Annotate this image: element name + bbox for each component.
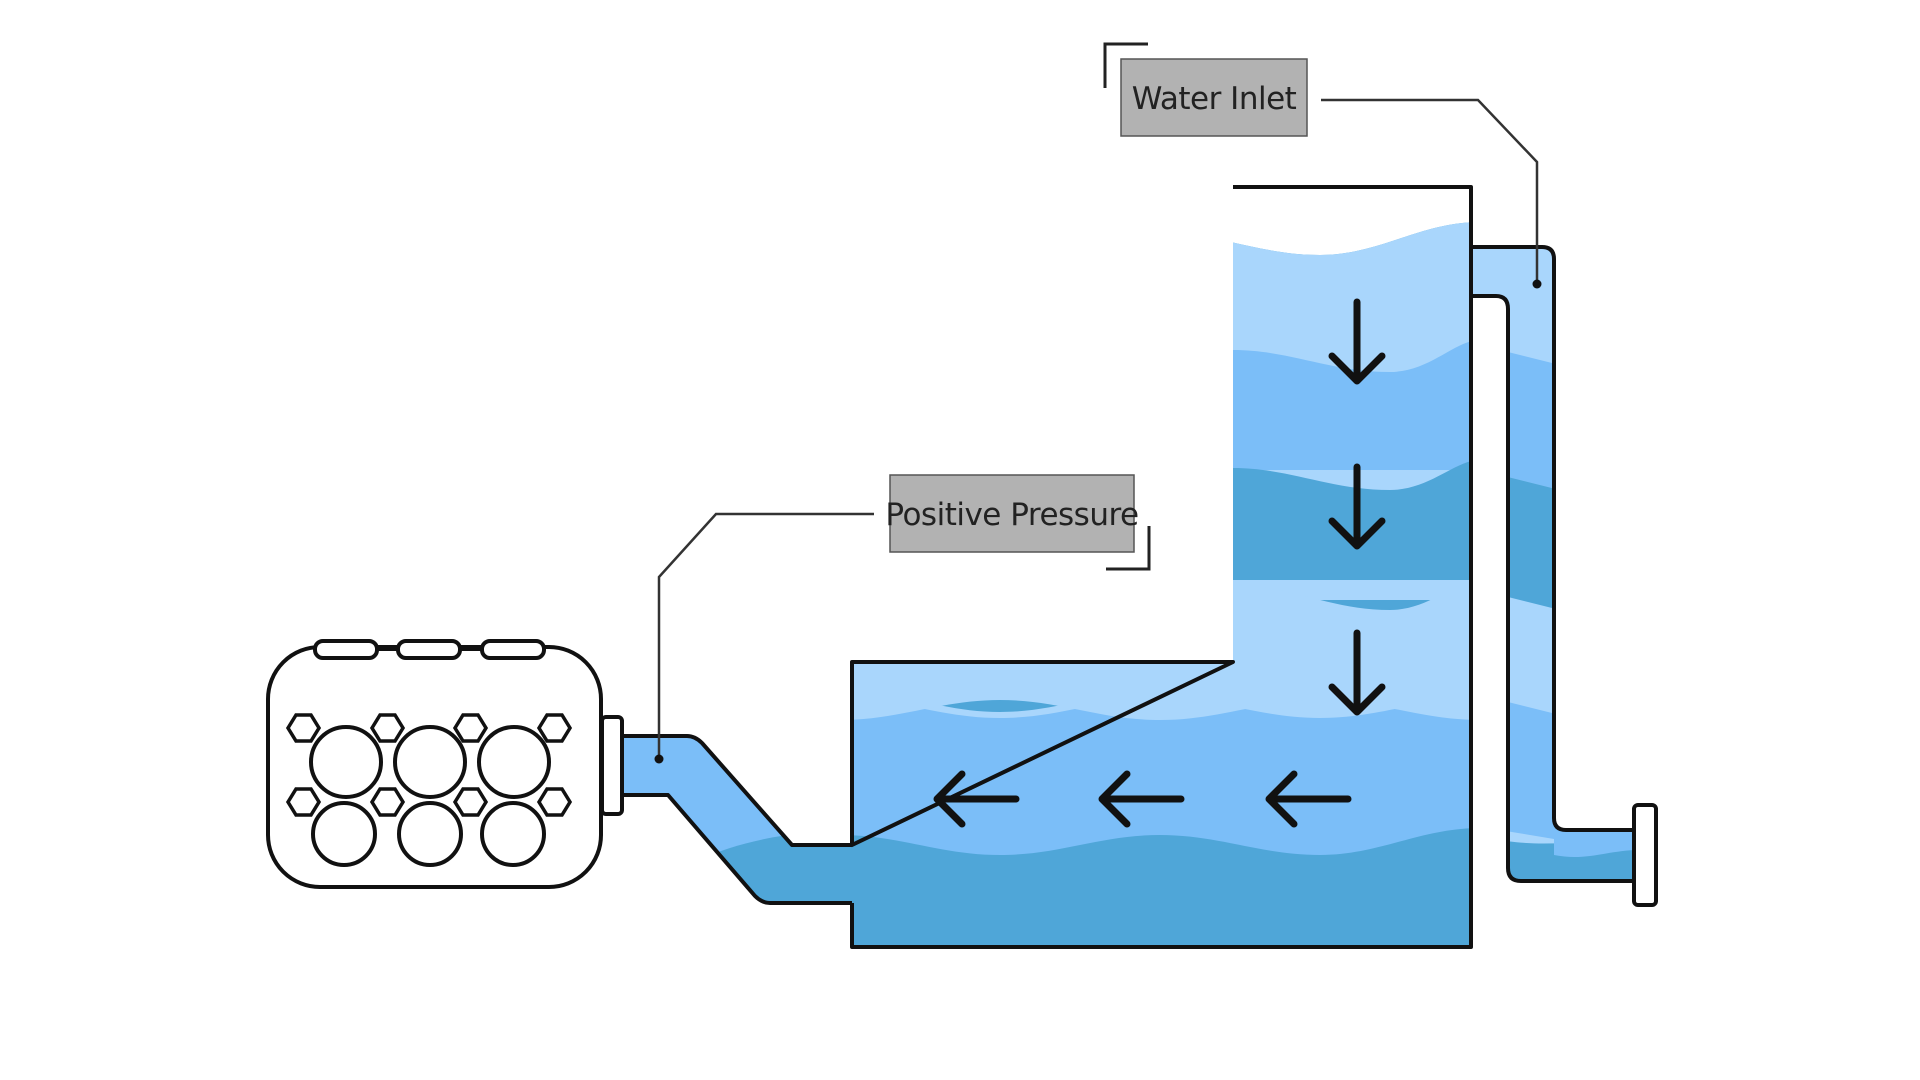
positive-pressure-label: Positive Pressure bbox=[885, 497, 1138, 533]
arrow-left-icon bbox=[933, 770, 1020, 828]
outlet-pipe-flange bbox=[600, 715, 624, 816]
arrow-left-icon bbox=[1265, 770, 1352, 828]
flow-arrows bbox=[933, 298, 1386, 828]
engine-cylinders bbox=[309, 725, 551, 867]
tank-outline bbox=[850, 185, 1473, 949]
tank-water bbox=[852, 187, 1471, 947]
inlet-pipe-flange bbox=[1632, 803, 1658, 907]
inlet-pipe-outline bbox=[1471, 245, 1640, 883]
water-inlet-callout: Water Inlet bbox=[1103, 42, 1542, 289]
positive-pressure-label-box bbox=[889, 474, 1135, 553]
arrow-down-icon bbox=[1328, 629, 1386, 716]
positive-pressure-leader-dot bbox=[654, 754, 664, 764]
engine-icon bbox=[266, 639, 603, 889]
outlet-pipe-water bbox=[622, 736, 852, 903]
positive-pressure-leader-line bbox=[657, 512, 874, 758]
outlet-pipe-outline bbox=[622, 734, 852, 905]
water-inlet-leader-dot bbox=[1532, 279, 1542, 289]
water-inlet-leader-line bbox=[1321, 98, 1539, 283]
positive-pressure-callout: Positive Pressure bbox=[654, 474, 1151, 764]
water-inlet-corner-mark bbox=[1103, 42, 1148, 88]
arrow-down-icon bbox=[1328, 463, 1386, 550]
engine-bolts bbox=[285, 713, 573, 817]
arrow-down-icon bbox=[1328, 298, 1386, 385]
water-inlet-label-box bbox=[1120, 58, 1308, 137]
arrow-left-icon bbox=[1098, 770, 1185, 828]
positive-pressure-corner-mark bbox=[1106, 526, 1151, 571]
water-inlet-label: Water Inlet bbox=[1132, 81, 1297, 117]
